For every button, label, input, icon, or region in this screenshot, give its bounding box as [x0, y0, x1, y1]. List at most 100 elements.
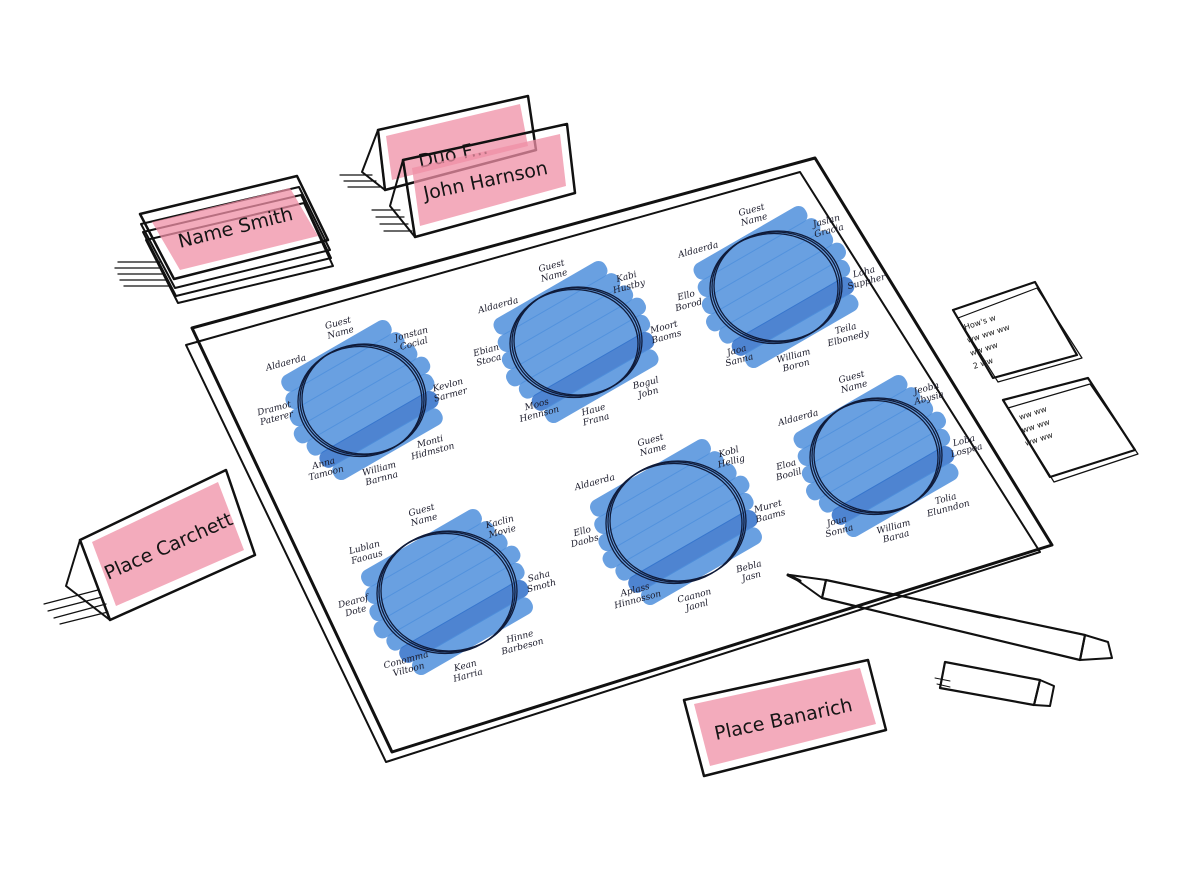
- marker-stroke: [306, 373, 435, 456]
- seat-label: BogulJobn: [631, 375, 663, 401]
- table-marker-fill: [281, 319, 443, 481]
- marker-stroke: [718, 259, 851, 344]
- marker-stroke: [373, 545, 521, 639]
- table-ring: [513, 286, 643, 396]
- marker-stroke: [602, 475, 750, 569]
- seat-label: SahaSmoth: [523, 568, 557, 595]
- table-ring: [297, 345, 423, 458]
- seat-label: Aldaerda: [573, 473, 616, 494]
- marker-stroke: [531, 332, 655, 411]
- marker-stroke: [801, 399, 934, 484]
- marker-stroke: [744, 294, 859, 369]
- marker-stroke: [797, 387, 921, 466]
- marker-stroke: [501, 285, 634, 370]
- table-ring: [380, 530, 518, 652]
- seat-label: HinneBarbeson: [497, 627, 545, 658]
- table-ring: [378, 531, 516, 653]
- seat-label: MoortBaoms: [647, 319, 683, 347]
- marker-stroke: [289, 344, 418, 427]
- seat-label: GuestName: [406, 502, 438, 529]
- seat-label: DramotPaterer: [255, 400, 295, 429]
- seat-label: KabiHustby: [609, 268, 648, 296]
- pen-cap-icon[interactable]: [934, 660, 1055, 707]
- seat-label: ElloBorod: [671, 288, 704, 315]
- table-ring: [511, 287, 641, 397]
- marker-stroke: [594, 451, 724, 534]
- marker-stroke: [285, 332, 405, 409]
- marker-stroke: [369, 533, 508, 622]
- marker-stroke: [806, 411, 946, 501]
- marker-stroke: [497, 273, 621, 352]
- seat-label: KevlonSarmer: [430, 376, 469, 404]
- marker-stroke: [693, 205, 808, 280]
- marker-stroke: [615, 492, 754, 581]
- marker-stroke: [793, 374, 908, 449]
- seat-label: KaclinMovie: [484, 514, 518, 541]
- place-card-stack[interactable]: Name Smith: [114, 174, 334, 304]
- table-ring: [711, 231, 841, 343]
- marker-stroke: [844, 463, 959, 538]
- marker-stroke: [506, 297, 646, 387]
- table-ring: [301, 343, 427, 455]
- marker-stroke: [697, 218, 821, 297]
- marker-stroke: [386, 562, 525, 651]
- table-ring: [509, 288, 639, 399]
- table-4[interactable]: GuestName KaclinMovieSahaSmothHinneBarbes…: [336, 499, 557, 686]
- table-ring: [607, 461, 745, 583]
- seating-chart-paper: [185, 156, 1054, 763]
- table-ring: [811, 398, 941, 514]
- marker-stroke: [641, 527, 762, 606]
- table-ring: [609, 460, 747, 582]
- seat-label: CaanonJaonl: [676, 587, 715, 615]
- table-ring: [809, 399, 939, 516]
- marker-stroke: [293, 356, 431, 444]
- marker-stroke: [590, 438, 711, 517]
- marker-stroke: [412, 597, 533, 676]
- marker-stroke: [731, 277, 855, 356]
- seat-label: KeanHarria: [449, 658, 484, 685]
- seat-label: GuestName: [635, 432, 667, 459]
- marker-stroke: [493, 260, 608, 335]
- note-line: 2 ww: [972, 356, 995, 371]
- marker-stroke: [319, 391, 439, 468]
- table-ring: [709, 232, 839, 345]
- marker-stroke: [701, 230, 834, 315]
- marker-stroke: [399, 580, 529, 663]
- seat-label: MuretBaams: [751, 498, 787, 526]
- seat-label: LobaLospoa: [946, 432, 984, 460]
- table-ring: [376, 532, 514, 655]
- table-ring: [713, 230, 843, 342]
- table-marker-fill: [590, 438, 762, 606]
- marker-stroke: [818, 428, 951, 513]
- table-ring: [299, 344, 425, 456]
- table-marker-fill: [693, 205, 859, 369]
- seat-label: WilliamBaraa: [876, 518, 915, 546]
- marker-stroke: [598, 463, 737, 552]
- table-ring: [605, 462, 743, 585]
- table-marker-fill: [793, 374, 959, 538]
- marker-stroke: [831, 446, 955, 525]
- table-marker-fill: [361, 508, 533, 676]
- marker-stroke: [518, 314, 651, 399]
- table-marker-fill: [493, 260, 659, 424]
- marker-stroke: [361, 508, 482, 587]
- pen-icon[interactable]: [786, 573, 1113, 662]
- marker-stroke: [544, 349, 659, 424]
- seat-label: GuestName: [836, 369, 868, 396]
- marker-stroke: [628, 510, 758, 593]
- tent-card-place-carchett[interactable]: Place Carchett: [43, 468, 257, 625]
- marker-stroke: [706, 242, 846, 332]
- marker-stroke: [365, 521, 495, 604]
- seat-label: JeobnAbysia: [910, 380, 945, 407]
- place-card-banarich[interactable]: Place Banarich: [682, 658, 888, 778]
- seat-label: EbianStoca: [471, 343, 503, 369]
